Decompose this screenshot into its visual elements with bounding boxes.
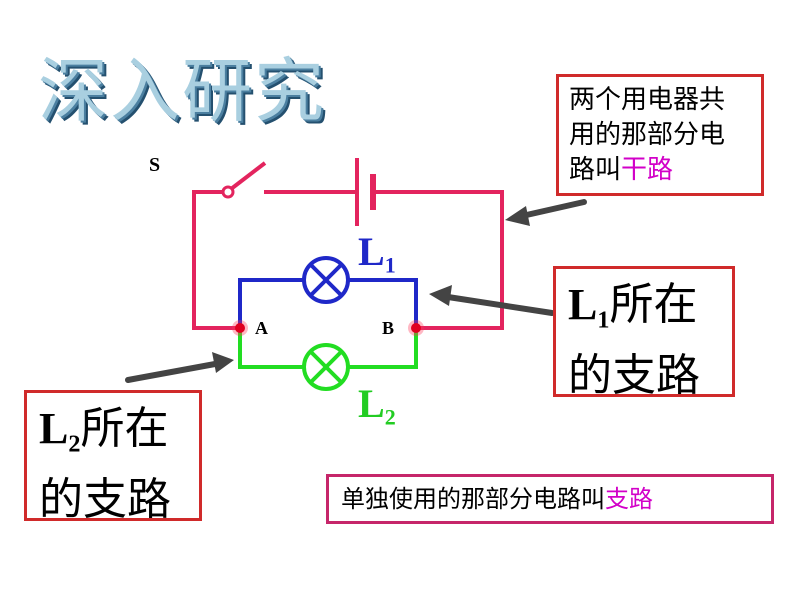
callout-l1-line1: L1所在 <box>568 277 732 348</box>
lamp-l2-icon <box>302 343 350 391</box>
branch-l1-wire <box>238 278 418 328</box>
callout-branch-prefix: 单独使用的那部分电路叫 <box>341 485 605 513</box>
junction-b-dot <box>408 320 424 336</box>
callout-branch-text: 单独使用的那部分电路叫支路 <box>341 477 771 521</box>
switch-label: S <box>149 154 161 176</box>
branch-l2-wire <box>238 328 418 369</box>
arrow-to-branch-l1 <box>429 285 555 316</box>
callout-main-line3-prefix: 路叫 <box>569 155 622 185</box>
callout-main-circuit: 两个用电器共 用的那部分电 路叫干路 <box>556 74 764 196</box>
lamp-l2-letter: L <box>358 381 385 426</box>
callout-branch-definition: 单独使用的那部分电路叫支路 <box>326 474 774 524</box>
callout-branch-l2: L2所在 的支路 <box>24 390 202 525</box>
callout-branch-highlight: 支路 <box>605 485 653 513</box>
callout-main-highlight: 干路 <box>621 155 674 185</box>
page-title: 深入研究 <box>38 50 326 132</box>
lamp-l1-letter: L <box>358 229 385 274</box>
arrow-to-main-circuit <box>505 199 587 226</box>
callout-branch-l1: L1所在 的支路 <box>553 266 735 401</box>
callout-main-line3: 路叫干路 <box>569 153 761 188</box>
callout-l1-letter: L <box>568 280 598 329</box>
lamp-l2-subscript: 2 <box>384 404 396 430</box>
lamp-l1-icon <box>302 256 350 304</box>
lamp-l2-label: L2 <box>358 380 396 431</box>
main-wire-right <box>372 190 504 330</box>
callout-main-line1: 两个用电器共 <box>569 85 726 115</box>
callout-l2-line1: L2所在 <box>39 401 199 472</box>
node-b-label: B <box>382 318 395 338</box>
callout-l1-rest: 所在 <box>609 279 698 330</box>
lamp-l1-subscript: 1 <box>384 252 396 278</box>
lamp-l1-label: L1 <box>358 228 396 279</box>
main-wire-left <box>192 190 242 330</box>
callout-l2-rest: 所在 <box>80 403 169 454</box>
callout-l1-line2: 的支路 <box>568 350 700 402</box>
callout-l2-subscript: 2 <box>68 430 81 458</box>
battery-icon <box>355 158 376 226</box>
callout-main-line2: 用的那部分电 <box>569 120 726 150</box>
callout-l2-letter: L <box>39 404 69 453</box>
main-circuit <box>192 190 504 330</box>
callout-l2-line2: 的支路 <box>39 474 171 526</box>
arrow-to-branch-l2 <box>125 352 234 383</box>
switch-icon <box>221 161 267 199</box>
node-a-label: A <box>255 318 268 338</box>
callout-l1-subscript: 1 <box>597 306 610 334</box>
junction-a-dot <box>232 320 248 336</box>
